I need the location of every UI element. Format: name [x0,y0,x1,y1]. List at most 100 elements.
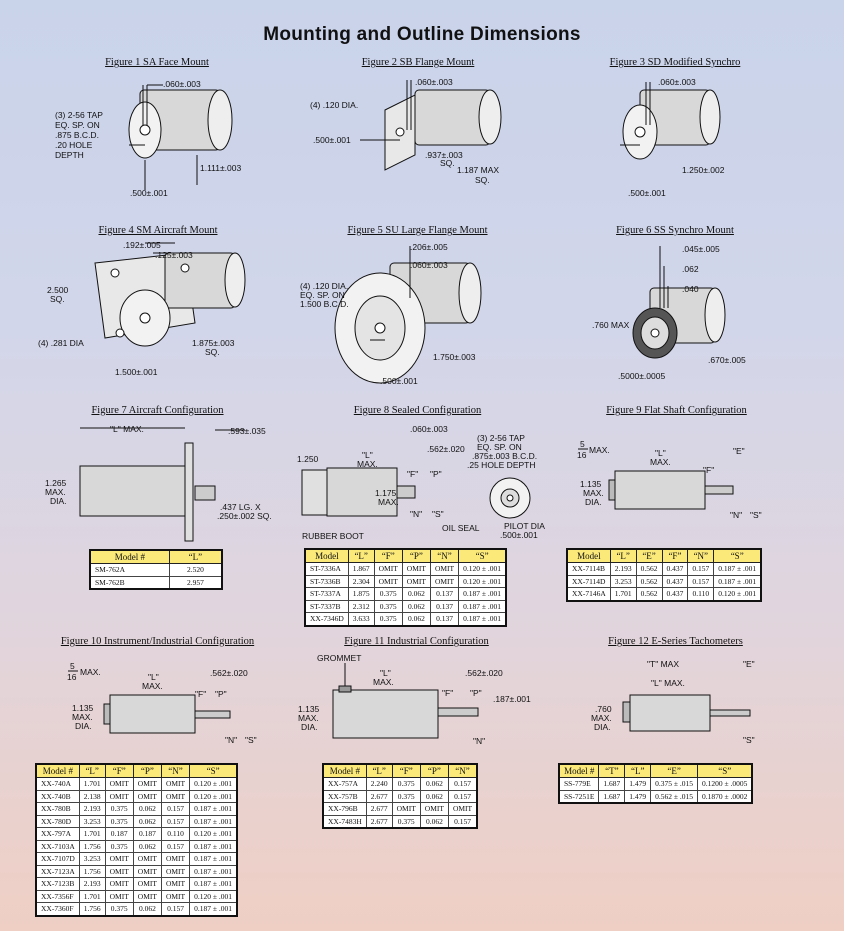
table-cell: OMIT [104,789,134,803]
f10-dim-4: "L" [148,672,159,682]
figure-10-drawing: 5 16 MAX. "L" MAX. .562±.020 "F" "P" 1.1… [67,661,257,745]
f1-dim-7: 1.111±.003 [200,163,241,173]
table-cell: 0.562 [635,587,663,601]
f4-dim-4: SQ. [50,294,65,304]
table-cell: XX-780D [35,814,80,828]
table-cell: 3.253 [609,574,637,588]
table-cell: OMIT [132,777,162,791]
f4-dim-1: .192±.005 [123,240,161,250]
f8-dim-17: OIL SEAL [442,523,480,533]
table-cell: OMIT [104,864,134,878]
f10-dim-1: 5 [70,661,75,671]
f10-dim-13: "S" [245,735,257,745]
figure-3-caption: Figure 3 SD Modified Synchro [609,57,741,68]
table-cell: 0.062 [419,789,449,803]
table-cell: 0.120 ± .001 [189,777,238,791]
figure-1-caption: Figure 1 SA Face Mount [105,57,209,68]
table-cell: 1.875 [347,587,375,601]
f10-dim-6: .562±.020 [210,668,248,678]
table-cell: 3.633 [347,612,375,626]
table-header-row: Model #“L” [89,549,223,564]
column-header: “P” [132,763,162,778]
column-header: “N” [447,763,478,778]
f11-dim-5: "F" [442,688,453,698]
table-cell: ST-7337A [304,587,349,601]
table-cell: 1.701 [78,827,106,841]
table-cell: 0.187 [132,827,162,841]
f5-dim-7: .500±.001 [380,376,418,386]
table-header-row: Model #“T”“L”“E”“S” [558,763,753,778]
column-header: “L” [365,763,393,778]
table-cell: SS-7251E [558,789,600,804]
table-cell: 2.304 [347,574,375,588]
table-cell: 0.375 ± .015 [650,777,699,791]
column-header: “L” [609,548,637,563]
column-header: “E” [635,548,663,563]
f9-dim-5: MAX. [650,457,671,467]
f8-dim-2: .562±.020 [427,444,465,454]
table-cell: 2.520 [168,563,223,577]
table-cell: SM-762A [89,563,170,577]
table-cell: OMIT [391,802,421,816]
table-cell: 0.187 ± .001 [189,902,238,916]
f4-dim-8: 1.500±.001 [115,367,158,377]
f1-dim-5: DEPTH [55,150,84,160]
table-cell: OMIT [160,852,191,866]
f6-dim-2: .062 [682,264,699,274]
column-header: Model # [35,763,80,778]
column-header: “S” [697,763,753,778]
column-header: “E” [650,763,699,778]
table-cell: XX-7346D [304,612,349,626]
table-cell: 0.157 [447,777,478,791]
table-cell: OMIT [132,889,162,903]
table-cell: 0.375 [391,777,421,791]
table-cell: 2.312 [347,599,375,613]
figure-7-caption: Figure 7 Aircraft Configuration [91,405,224,416]
table-cell: 1.479 [624,777,652,791]
figure-8-drawing: .060±.003 .562±.020 1.250 "L" MAX. "F" "… [297,424,545,541]
figure-3-drawing: .060±.003 1.250±.002 .500±.001 [620,77,725,198]
table-cell: 2.240 [365,777,393,791]
table-cell: 0.157 [447,814,478,829]
f10-dim-7: "F" [195,689,206,699]
table-cell: 0.062 [132,802,162,816]
f5-dim-3: (4) .120 DIA. [300,281,348,291]
f4-dim-6: 1.875±.003 [192,338,235,348]
table-cell: 0.157 [160,814,191,828]
table-cell: 2.677 [365,789,393,803]
f8-dim-15: .875±.003 B.C.D. [472,451,537,461]
f10-dim-3: MAX. [80,667,101,677]
f12-dim-3: "L" MAX. [651,678,685,688]
f10-dim-11: DIA. [75,721,92,731]
column-header: Model # [89,549,170,564]
table-cell: 1.479 [624,789,652,804]
f12-dim-2: "E" [743,659,755,669]
f3-dim-3: .500±.001 [628,188,666,198]
table-cell: SS-779E [558,777,600,791]
table-cell: 0.437 [661,587,689,601]
table-cell: XX-740B [35,789,80,803]
f5-dim-4: EQ. SP. ON [300,290,345,300]
figure-12-caption: Figure 12 E-Series Tachometers [608,636,743,647]
table-cell: SM-762B [89,575,170,590]
figure-10-caption: Figure 10 Instrument/Industrial Configur… [60,636,255,647]
column-header: “L” [347,548,375,563]
table-cell: 0.187 ± .001 [189,852,238,866]
column-header: Model [566,548,611,563]
figure-11-drawing: GROMMET "L" MAX. .562±.020 "F" "P" .187±… [298,653,531,746]
